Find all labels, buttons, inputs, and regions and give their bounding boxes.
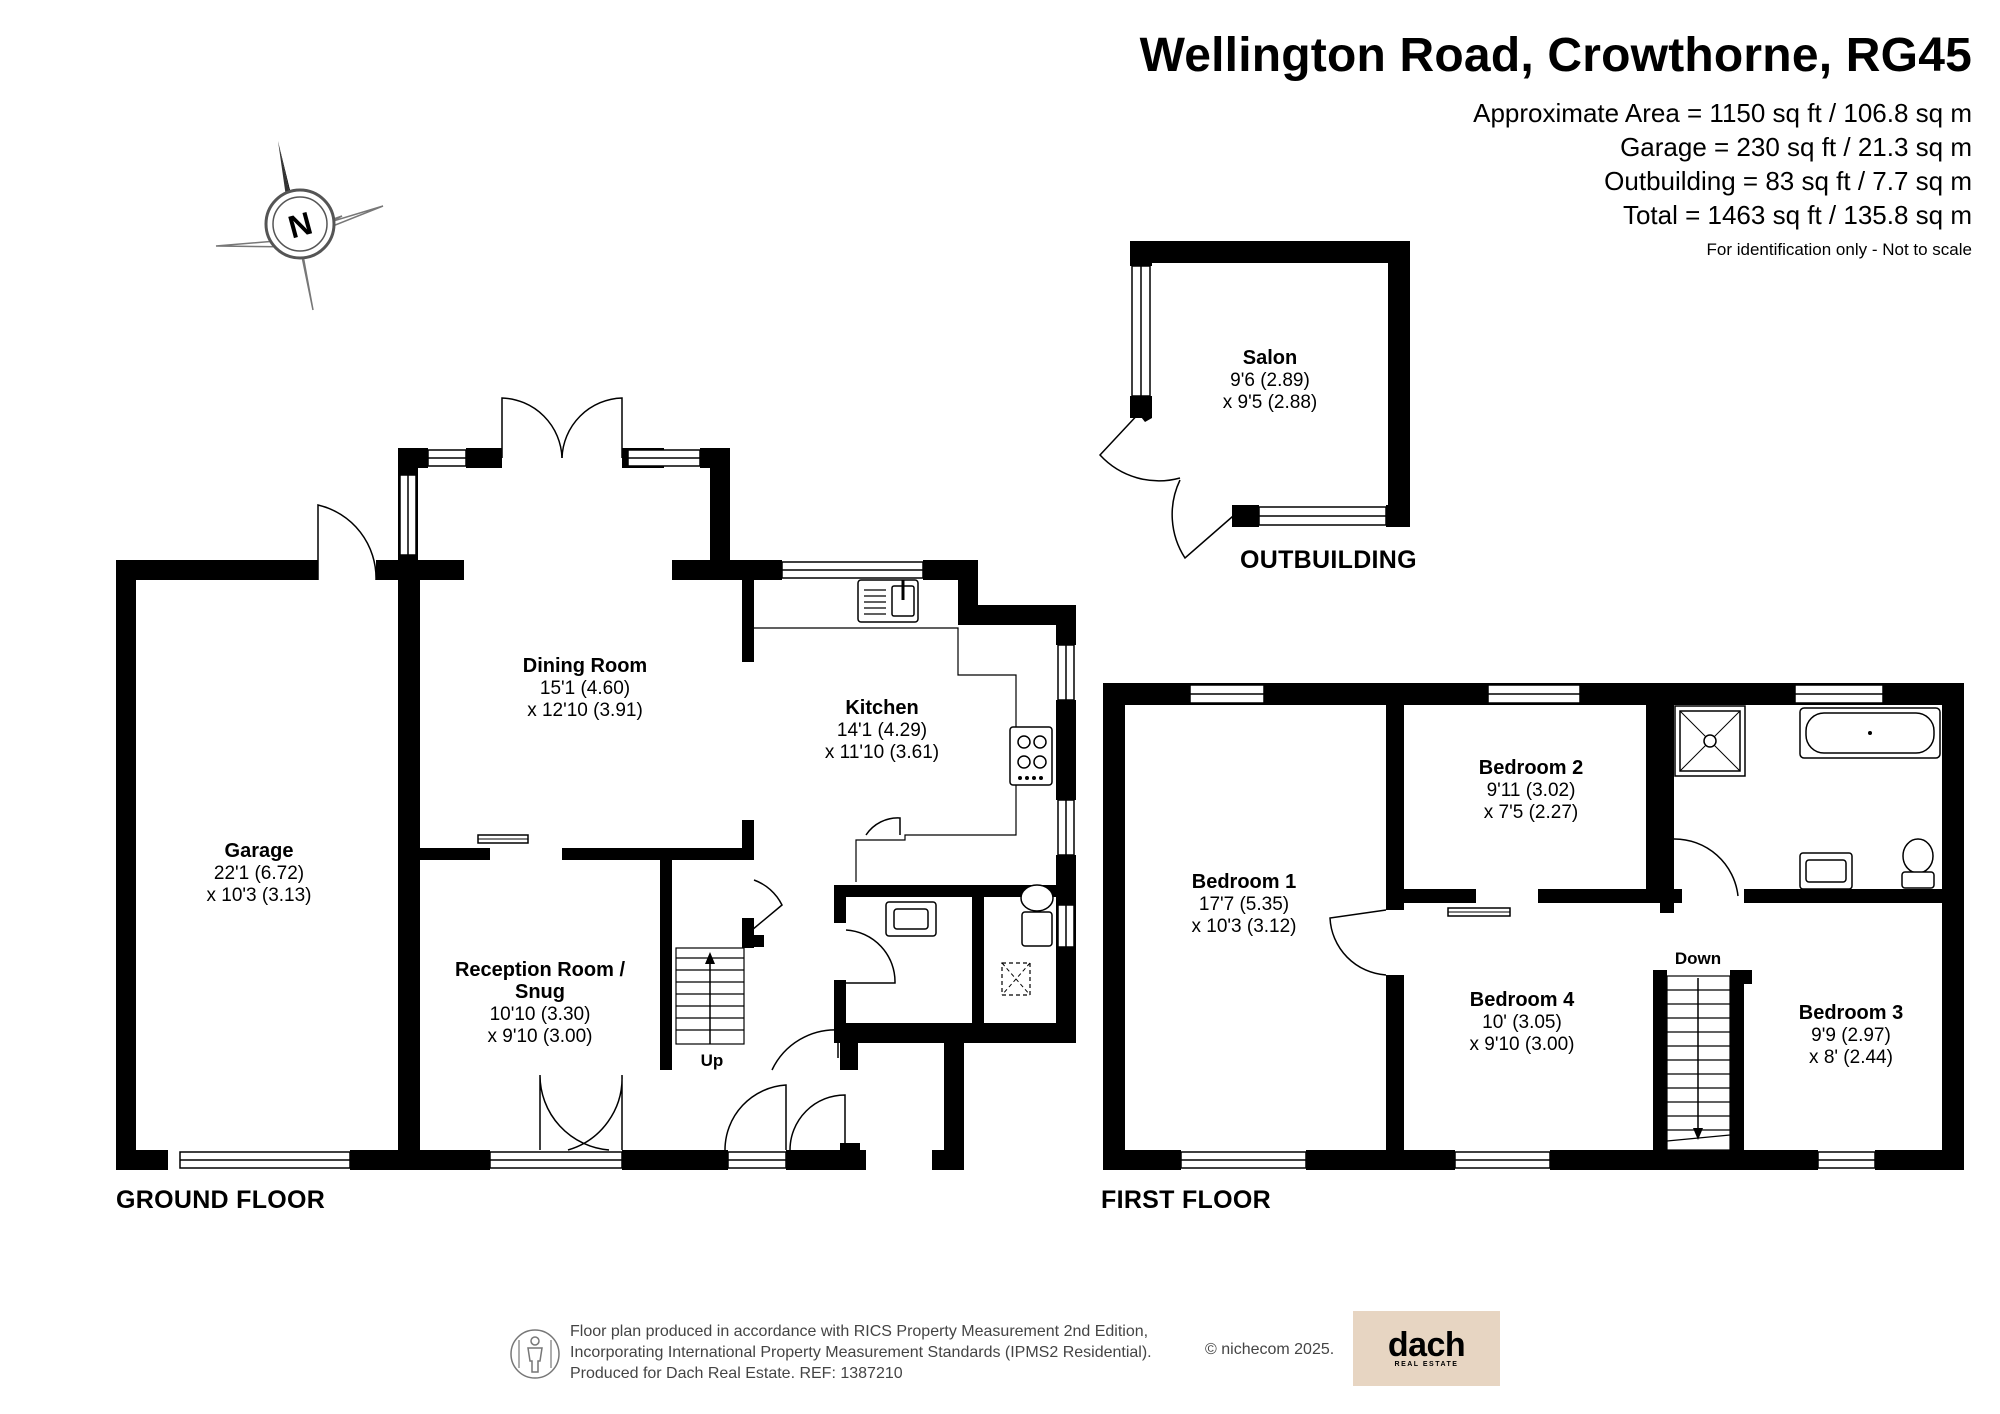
stairs-up-label: Up xyxy=(701,1051,724,1070)
reception-name-line1: Reception Room / xyxy=(455,959,625,981)
bedroom2-dim1: 9'11 (3.02) xyxy=(1487,780,1576,801)
kitchen-dim1: 14'1 (4.29) xyxy=(837,720,927,741)
ventilation-icon xyxy=(1001,962,1031,996)
ground-floor-label: GROUND FLOOR xyxy=(116,1186,325,1214)
bedroom4-dim2: x 9'10 (3.00) xyxy=(1469,1034,1574,1055)
logo-subtitle: REAL ESTATE xyxy=(1394,1361,1459,1368)
dach-logo: dach REAL ESTATE xyxy=(1353,1311,1500,1386)
bedroom3-name: Bedroom 3 xyxy=(1799,1002,1903,1024)
ground-floor-doors xyxy=(317,397,901,1151)
bathroom-toilet-icon xyxy=(1902,838,1934,874)
outbuilding-area: Outbuilding = 83 sq ft / 7.7 sq m xyxy=(1604,166,1972,196)
kitchen-name: Kitchen xyxy=(845,697,918,719)
stairs-down-label: Down xyxy=(1675,949,1721,968)
ground-floor-fixtures xyxy=(477,579,1054,1045)
total-area: Total = 1463 sq ft / 135.8 sq m xyxy=(1622,200,1972,230)
bedroom4-dim1: 10' (3.05) xyxy=(1482,1012,1562,1033)
footer-statement: Floor plan produced in accordance with R… xyxy=(570,1321,1152,1384)
reception-dim2: x 9'10 (3.00) xyxy=(487,1026,592,1047)
garage-dim1: 22'1 (6.72) xyxy=(214,863,304,884)
reception-dim1: 10'10 (3.30) xyxy=(490,1004,591,1025)
ground-floor-walls xyxy=(116,448,1076,1170)
hob-icon xyxy=(1009,726,1053,786)
first-floor-label: FIRST FLOOR xyxy=(1101,1186,1271,1214)
dining-room-dim2: x 12'10 (3.91) xyxy=(527,700,643,721)
outbuilding-windows xyxy=(1131,265,1387,526)
outbuilding-label: OUTBUILDING xyxy=(1240,546,1417,574)
garage-dim2: x 10'3 (3.13) xyxy=(206,885,311,906)
bedroom1-dim1: 17'7 (5.35) xyxy=(1199,894,1289,915)
first-floor-windows xyxy=(1180,684,1884,1169)
area-summary: Approximate Area = 1150 sq ft / 106.8 sq… xyxy=(1473,96,1972,232)
copyright-text: © nichecom 2025. xyxy=(1205,1341,1335,1358)
footer-line-2: Incorporating International Property Mea… xyxy=(570,1344,1152,1361)
reception-name-line2: Snug xyxy=(515,981,565,1003)
dining-room-name: Dining Room xyxy=(523,655,647,677)
person-measure-icon xyxy=(510,1329,560,1379)
room-labels: Salon 9'6 (2.89) x 9'5 (2.88) Garage 22'… xyxy=(206,347,1903,1070)
page-title: Wellington Road, Crowthorne, RG45 xyxy=(1139,29,1972,82)
shower-drain-icon xyxy=(1703,734,1717,748)
bedroom3-dim2: x 8' (2.44) xyxy=(1809,1047,1893,1068)
ground-floor-windows xyxy=(179,449,1075,1169)
garage-name: Garage xyxy=(225,840,294,862)
toilet-icon xyxy=(1021,911,1053,947)
disclaimer-note: For identification only - Not to scale xyxy=(1706,240,1972,259)
salon-dim1: 9'6 (2.89) xyxy=(1230,370,1310,391)
bedroom1-name: Bedroom 1 xyxy=(1192,871,1296,893)
first-floor-doors xyxy=(1329,838,1739,976)
bedroom4-name: Bedroom 4 xyxy=(1470,989,1575,1011)
bedroom1-dim2: x 10'3 (3.12) xyxy=(1191,916,1296,937)
outbuilding-door xyxy=(1098,409,1241,560)
dining-room-dim1: 15'1 (4.60) xyxy=(540,678,630,699)
north-compass-icon: N xyxy=(215,141,384,311)
salon-dim2: x 9'5 (2.88) xyxy=(1223,392,1317,413)
garage-area: Garage = 230 sq ft / 21.3 sq m xyxy=(1620,132,1972,162)
bedroom2-dim2: x 7'5 (2.27) xyxy=(1484,802,1578,823)
salon-name: Salon xyxy=(1243,347,1297,369)
footer-line-3: Produced for Dach Real Estate. REF: 1387… xyxy=(570,1365,903,1382)
logo-name: dach xyxy=(1387,1326,1466,1364)
first-floor-fixtures xyxy=(1447,705,1941,1151)
approximate-area: Approximate Area = 1150 sq ft / 106.8 sq… xyxy=(1473,98,1972,128)
outbuilding-walls xyxy=(1130,241,1410,527)
bedroom3-dim1: 9'9 (2.97) xyxy=(1811,1025,1891,1046)
footer-line-1: Floor plan produced in accordance with R… xyxy=(570,1323,1149,1340)
kitchen-dim2: x 11'10 (3.61) xyxy=(825,742,939,763)
bedroom2-name: Bedroom 2 xyxy=(1479,757,1583,779)
